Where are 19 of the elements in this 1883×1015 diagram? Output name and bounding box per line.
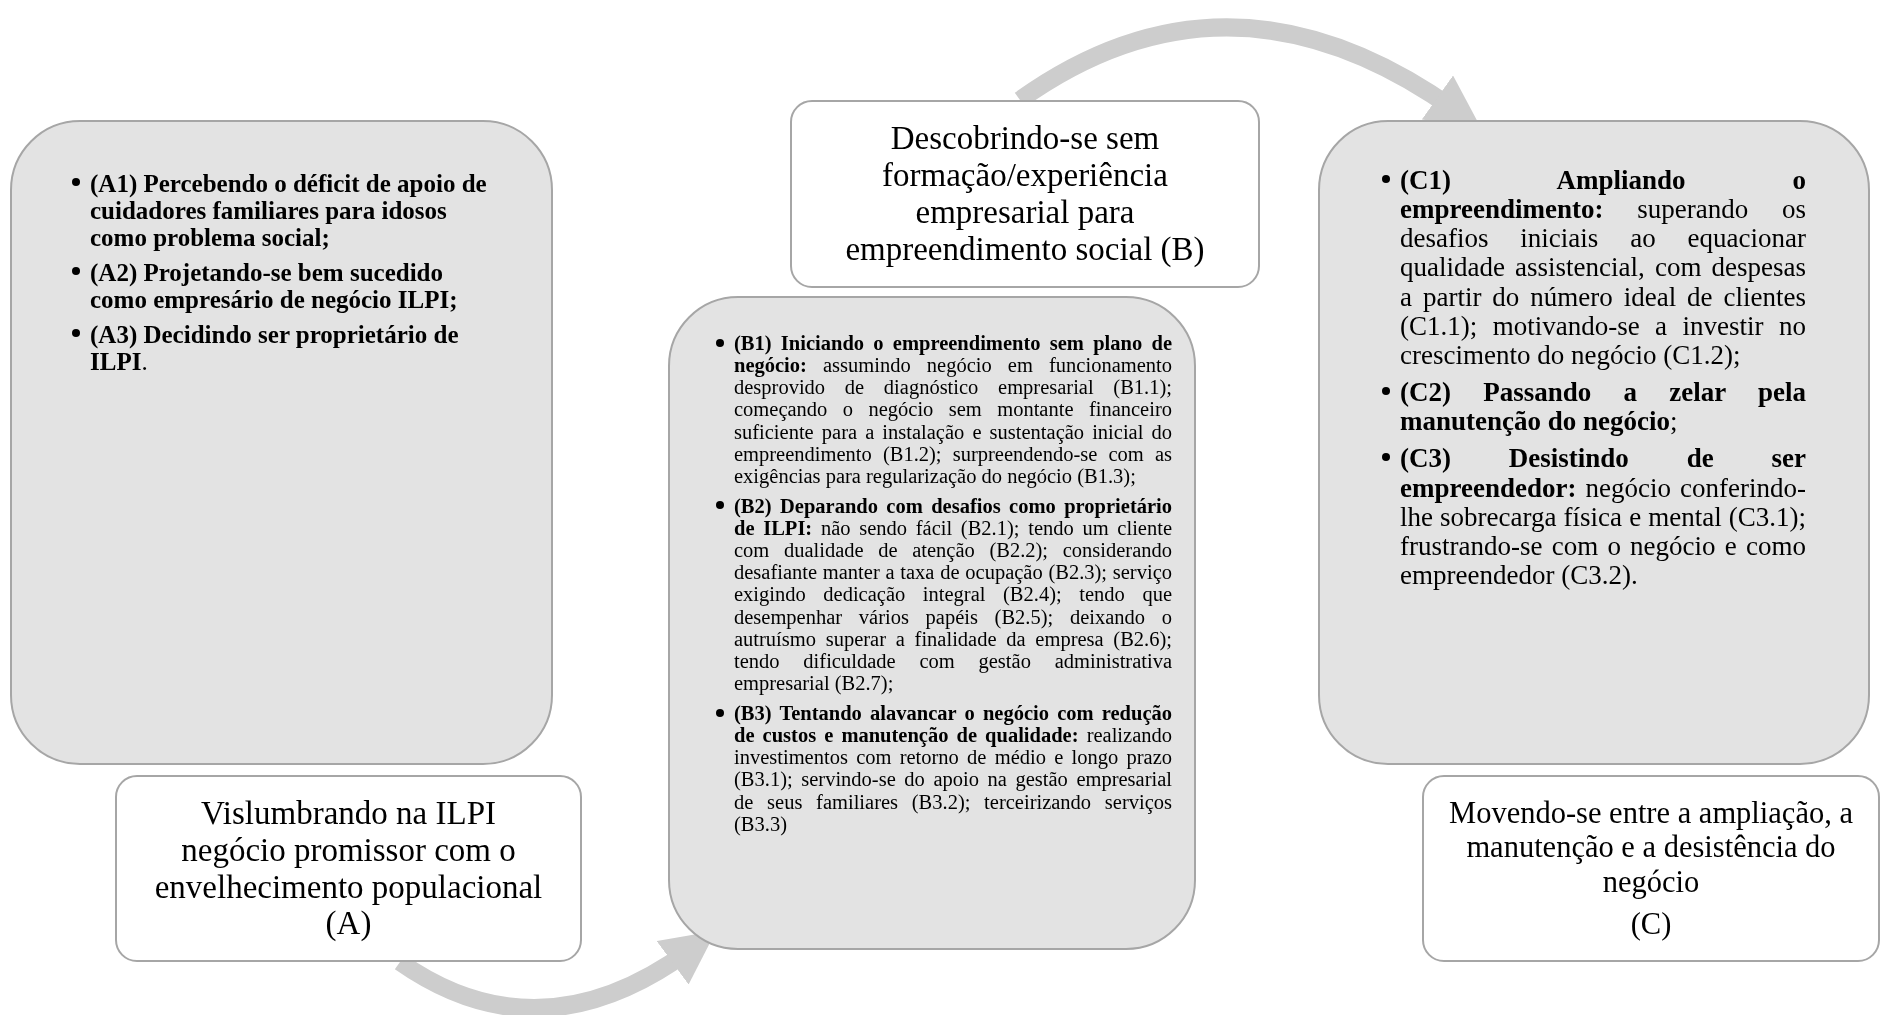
bullet-text: (A3) Decidindo ser proprietário de ILPI.	[90, 321, 460, 375]
bullet-text: (B2) Deparando com desafios como proprietário de ILPI: não sendo fácil (B2.1); tendo um cliente com dualidade de atenção (B2.2); considerando desafiante manter a taxa de ocupação (B2.3); serviço exigindo dedicação integral (B2.4); tendo que desempenhar vários papéis (B2.5); deixando o autruísmo superar a finalidade da empresa (B2.6); tendo dificuldade com gestão administrativa empresarial (B2.7);	[734, 494, 1172, 694]
stage-title: Vislumbrando na ILPI negócio promissor com o envelhecimento populacional (A)	[153, 794, 544, 943]
stage-title: Movendo-se entre a ampliação, a manutenção e a desistência do negócio	[1448, 796, 1854, 899]
bullet-text: (C2) Passando a zelar pela manutenção do negócio;	[1400, 378, 1806, 437]
stage-title-box	[1422, 775, 1880, 962]
bullet-text: (C1) Ampliando o empreendimento: superando os desafios iniciais ao equacionar qualidade assistencial, com despesas a partir do número ideal de clientes (C1.1); motivando-se a investir no crescimento do negócio (C1.2);	[1400, 166, 1806, 371]
bullet-text: (A2) Projetando-se bem sucedido como empresário de negócio ILPI;	[90, 259, 459, 313]
bullet-text: (B3) Tentando alavancar o negócio com redução de custos e manutenção de qualidade: realizando investimentos com retorno de médio e longo prazo (B3.1); servindo-se do apoio na gestão empresarial de seus familiares (B3.2); terceirizando serviços (B3.3)	[734, 702, 1172, 835]
stage-title-box	[790, 100, 1260, 288]
bullet-text: (C3) Desistindo de ser empreendedor: negócio conferindo-lhe sobrecarga física e mental (C3.1); frustrando-se com o negócio e como empreendedor (C3.2).	[1400, 444, 1806, 591]
bullet-text: (A1) Percebendo o déficit de apoio de cuidadores familiares para idosos como problema social;	[90, 170, 488, 251]
bullet-text: (B1) Iniciando o empreendimento sem plano de negócio: assumindo negócio em funcionamento desprovido de diagnóstico empresarial (B1.1); começando o negócio sem montante financeiro suficiente para a instalação e sustentação inicial do empreendimento (B1.2); surpreendendo-se com as exigências para regularização do negócio (B1.3);	[734, 332, 1172, 487]
stage-title: (C)	[1630, 906, 1672, 941]
stage-title-box	[115, 775, 582, 962]
stage-panel	[10, 120, 553, 765]
stage-panel	[668, 296, 1196, 950]
stage-panel	[1318, 120, 1870, 765]
stage-title: Descobrindo-se sem formação/experiência empresarial para empreendimento social (B)	[844, 120, 1206, 268]
